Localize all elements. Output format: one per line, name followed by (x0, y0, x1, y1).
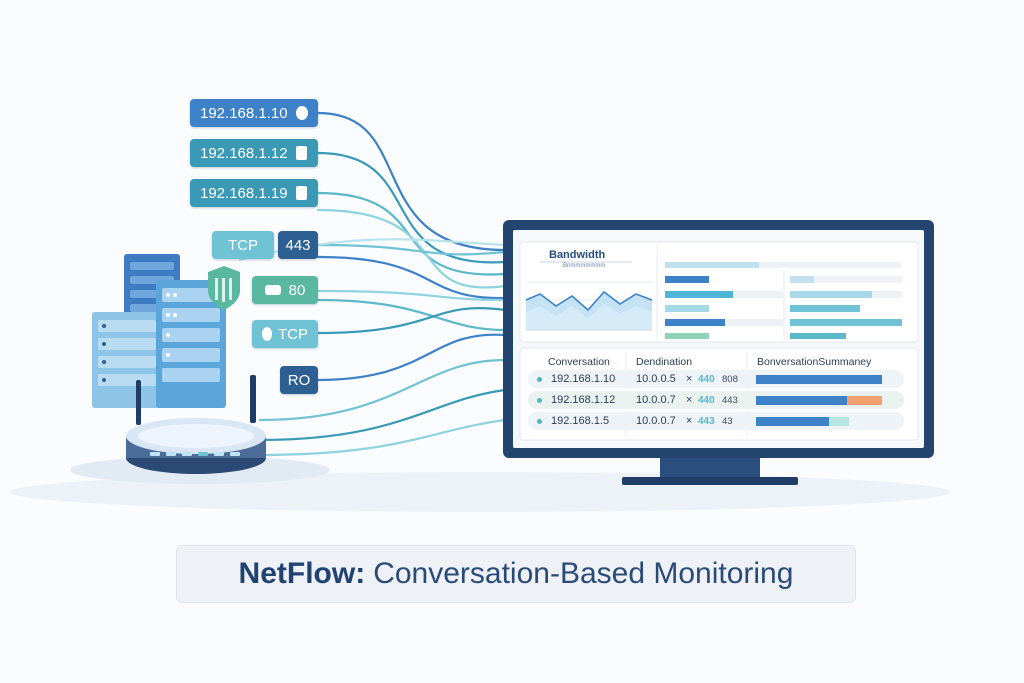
row-dot (537, 377, 542, 382)
port-icon (264, 285, 281, 295)
banner-bold-title: NetFlow: (238, 557, 366, 590)
port-tag-443: 443 (278, 231, 318, 259)
flow-line (316, 333, 507, 382)
row-destination: 10.0.0.7 (636, 394, 676, 406)
row-port: 443 (698, 416, 715, 427)
monitor-title: Bandwidth (549, 249, 606, 261)
flow-line (316, 298, 507, 332)
row-extra: 443 (722, 395, 738, 406)
ip-tag-label: 192.168.1.12 (200, 144, 288, 162)
row-x: × (686, 394, 693, 406)
row-dot (537, 419, 542, 424)
table-header-conversation: Conversation (548, 356, 610, 368)
ro-tag: RO (280, 366, 318, 394)
title-banner: NetFlow: Conversation-Based Monitoring (176, 545, 856, 603)
flow-line (258, 358, 507, 422)
ip-tag-label: 192.168.1.19 (200, 184, 288, 202)
ro-label: RO (287, 371, 311, 389)
flow-line (316, 289, 507, 302)
summary-bar-orange (847, 396, 882, 405)
bandwidth-chart (525, 281, 653, 331)
flow-line (316, 208, 507, 289)
row-extra: 43 (722, 416, 733, 427)
protocol-tag-tcp-2: TCP (252, 320, 318, 348)
row-source: 192.168.1.5 (551, 415, 610, 427)
row-port: 440 (698, 395, 715, 406)
table-header-summary: BonversationSummaney (757, 356, 872, 368)
summary-bar-blue (756, 417, 829, 426)
flow-line (316, 307, 507, 335)
flow-line (316, 111, 507, 252)
row-source: 192.168.1.10 (551, 373, 616, 385)
server-stack-front (156, 280, 226, 408)
summary-bar-teal (829, 417, 849, 426)
protocol-tag-tcp: TCP (212, 231, 274, 259)
flow-line (316, 255, 507, 300)
ip-tag-label: 192.168.1.10 (200, 104, 288, 122)
info-icon (295, 106, 308, 120)
shield-icon (208, 266, 240, 310)
row-source: 192.168.1.12 (551, 394, 616, 406)
row-destination: 10.0.0.7 (636, 415, 676, 427)
monitor-subtitle: Bnmmmmmmm (563, 263, 606, 269)
port-label: 443 (285, 236, 311, 254)
document-icon (295, 186, 307, 200)
row-port: 440 (698, 374, 715, 385)
row-destination: 10.0.0.5 (636, 373, 676, 385)
flow-line (316, 243, 507, 256)
flow-line (258, 418, 507, 457)
banner-title: Conversation-Based Monitoring (373, 557, 794, 590)
ip-tag-3: 192.168.1.19 (190, 179, 318, 207)
bandwidth-bars (665, 262, 902, 340)
summary-bar-blue (756, 396, 847, 405)
server-stack-left (92, 312, 162, 408)
ip-tag-1: 192.168.1.10 (190, 99, 318, 127)
summary-bar-blue (756, 375, 882, 384)
document-icon (295, 146, 307, 160)
row-extra: 808 (722, 374, 738, 385)
row-dot (537, 398, 542, 403)
flow-line (258, 388, 507, 442)
flow-line (316, 151, 507, 264)
protocol-label: TCP (278, 325, 308, 343)
monitor-stand (660, 455, 760, 479)
port-tag-80: 80 (252, 276, 318, 304)
router-device (126, 375, 266, 474)
info-icon (262, 327, 272, 341)
protocol-label: TCP (228, 236, 258, 254)
monitor-base (622, 477, 798, 485)
row-x: × (686, 415, 693, 427)
port-label: 80 (288, 281, 306, 299)
table-header-destination: Dendination (636, 356, 693, 368)
row-x: × (686, 373, 693, 385)
ip-tag-2: 192.168.1.12 (190, 139, 318, 167)
